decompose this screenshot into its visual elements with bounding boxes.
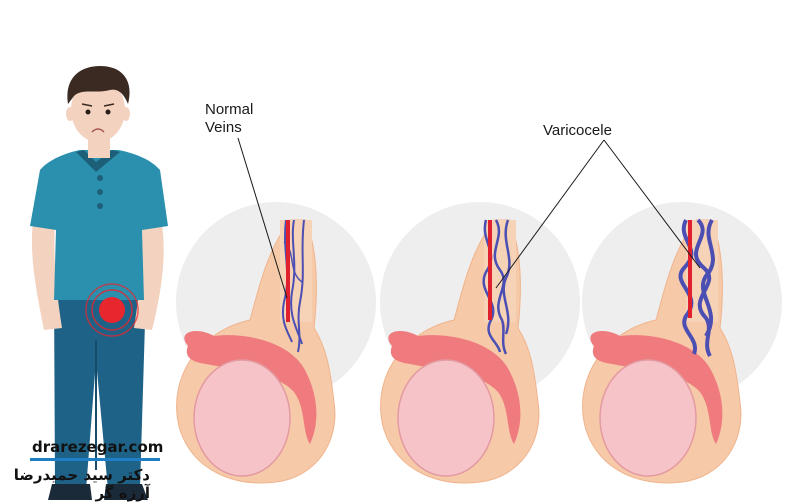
scrotum-varicocele-severe [581,218,742,484]
label-varicocele: Varicocele [543,122,612,139]
label-normal-line2: Veins [205,119,242,136]
man-figure-icon [30,66,168,500]
leader-line-varicocele-mild [495,139,605,289]
pain-indicator-icon [85,283,139,337]
leader-line-varicocele-severe [603,139,701,269]
label-normal-veins: Normal Veins [205,101,253,137]
leader-line-normal [237,137,288,299]
label-normal-line1: Normal [205,101,254,118]
watermark-underline [30,458,160,461]
watermark-name: دکتر سید حمیدرضا آرزه گر [13,466,150,502]
scrotum-varicocele-mild [379,219,540,484]
scrotum-normal-veins [175,219,336,484]
watermark-site: drarezegar.com [32,438,164,456]
